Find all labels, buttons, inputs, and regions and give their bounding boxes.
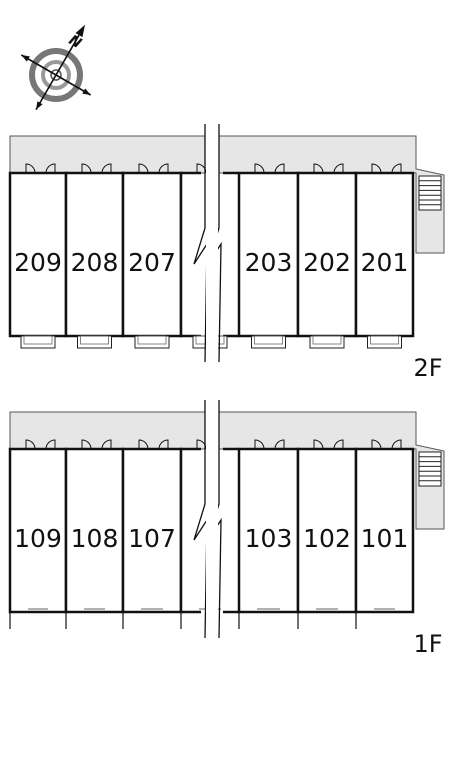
door-icon (313, 439, 344, 450)
room-number: 108 (71, 524, 119, 553)
room (179, 439, 239, 629)
break-line (193, 400, 222, 639)
room-number: 202 (303, 248, 351, 277)
room: 203 (237, 163, 300, 349)
door-icon (254, 163, 285, 174)
room-number: 201 (361, 248, 409, 277)
door-icon (254, 439, 285, 450)
room-number: 207 (128, 248, 176, 277)
room: 108 (64, 439, 125, 629)
door-icon (81, 439, 112, 450)
door-icon (138, 439, 169, 450)
door-icon (25, 163, 56, 174)
room: 209 (8, 163, 68, 349)
window (238, 608, 280, 629)
room-number: 109 (14, 524, 62, 553)
window (122, 608, 163, 629)
door-icon (313, 163, 344, 174)
window (297, 608, 338, 629)
corridor (9, 135, 206, 174)
room-number: 102 (303, 524, 351, 553)
door-icon (81, 163, 112, 174)
room: 202 (296, 163, 358, 349)
door-icon (138, 163, 169, 174)
door-icon (371, 163, 402, 174)
door-icon (196, 439, 207, 450)
room-number: 101 (361, 524, 409, 553)
balcony (134, 335, 170, 349)
balcony (367, 335, 402, 349)
room-number: 103 (245, 524, 293, 553)
room: 103 (237, 439, 300, 629)
balcony (77, 335, 112, 349)
room: 109 (8, 439, 68, 629)
stair-icon (418, 175, 442, 211)
room-number: 203 (245, 248, 293, 277)
room-number: 208 (71, 248, 119, 277)
room: 101 (354, 439, 415, 629)
room: 208 (64, 163, 125, 349)
balcony (20, 335, 56, 349)
room-number: 209 (14, 248, 62, 277)
window (355, 608, 395, 629)
room-number: 107 (128, 524, 176, 553)
floor-1f: 109 108 107 103 102 101 1F (8, 400, 445, 658)
door-icon (371, 439, 402, 450)
floor-label: 1F (413, 630, 442, 658)
stair-icon (418, 451, 442, 487)
room: 201 (354, 163, 415, 349)
window (65, 608, 105, 629)
room: 102 (296, 439, 358, 629)
room: 207 (121, 163, 183, 349)
door-icon (196, 163, 207, 174)
break-line (193, 124, 222, 363)
compass-icon: N (20, 24, 92, 111)
balcony (251, 335, 286, 349)
corridor (9, 411, 206, 450)
floor-2f: 209 208 207 203 202 201 2F (8, 124, 445, 382)
window (9, 608, 48, 629)
balcony (309, 335, 345, 349)
room: 107 (121, 439, 183, 629)
door-icon (25, 439, 56, 450)
floor-label: 2F (413, 354, 442, 382)
